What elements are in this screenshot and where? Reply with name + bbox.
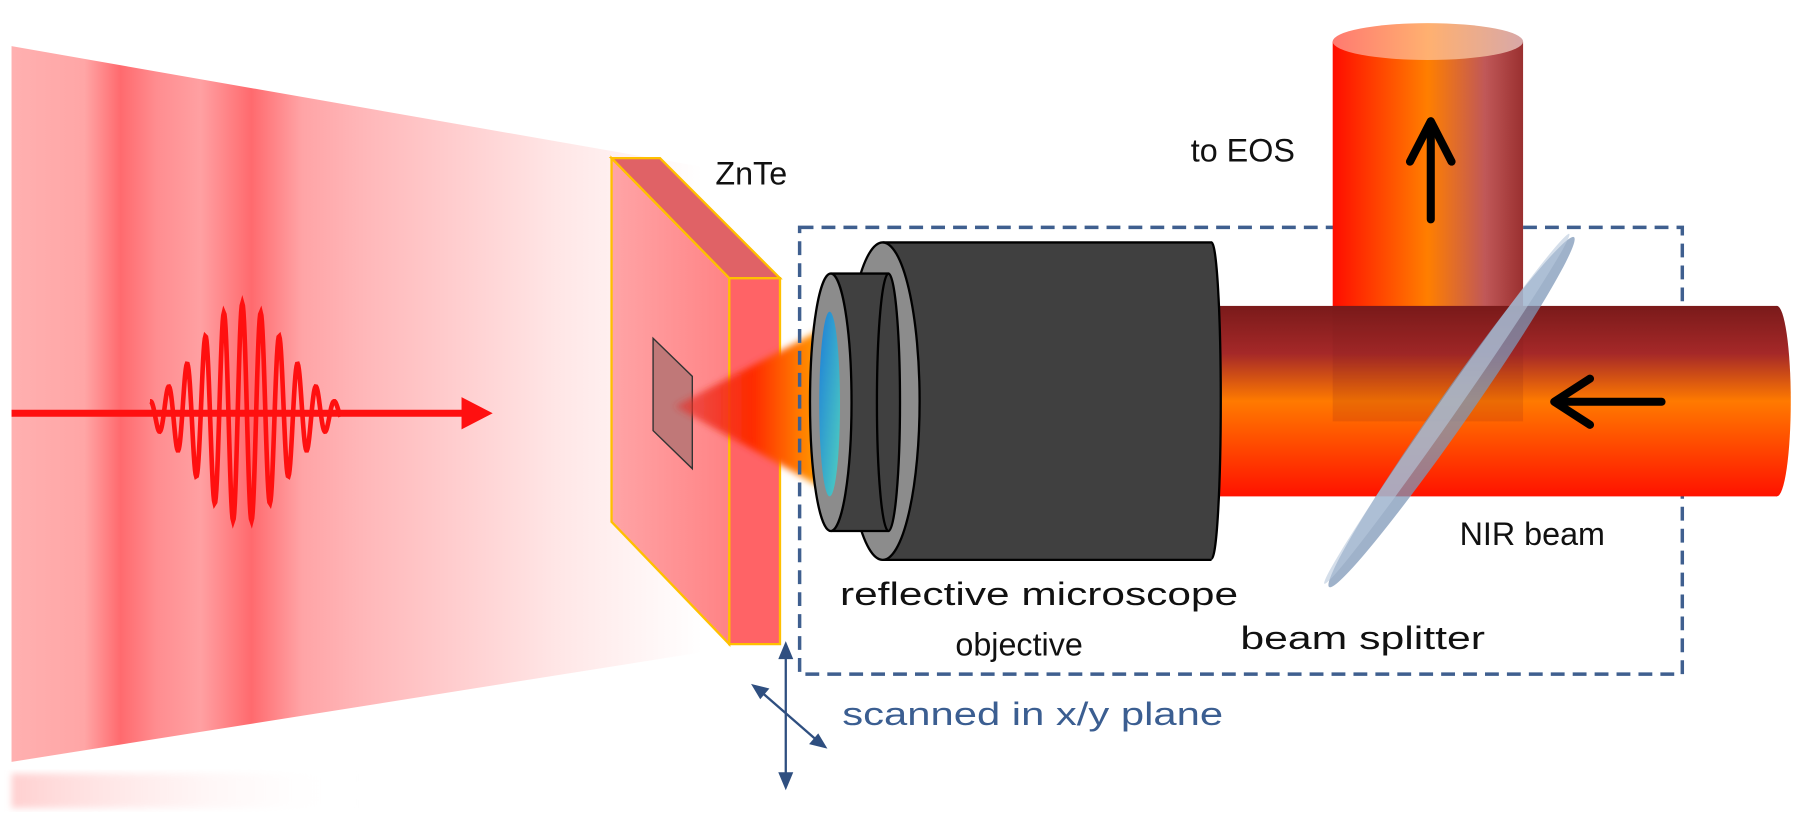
objective-label-line1: reflective microscope [840, 576, 1238, 612]
sample-patch [652, 336, 693, 471]
nir-beam-label: NIR beam [1460, 516, 1605, 552]
left-arrow-icon [1550, 374, 1666, 429]
up-arrow-icon [1405, 117, 1456, 224]
thz-beam [11, 46, 739, 762]
nir-beam [1211, 305, 1791, 497]
thz-focus-cone [675, 323, 834, 495]
thz-wavepacket [149, 294, 343, 529]
to-eos-label: to EOS [1191, 133, 1295, 169]
beam-splitter-label: beam splitter [1240, 620, 1485, 656]
objective-lens [819, 311, 840, 497]
propagation-arrow-head [461, 397, 493, 430]
objective-label-line2: objective [955, 627, 1082, 663]
beam-splitter [1324, 233, 1575, 588]
scan-label: scanned in x/y plane [842, 696, 1223, 732]
thz-beam-reflection [11, 773, 358, 809]
scan-direction-arrows-icon [751, 641, 828, 791]
znte-crystal [608, 155, 783, 648]
znte-label: ZnTe [715, 156, 787, 192]
reflective-microscope-objective [808, 241, 1222, 562]
